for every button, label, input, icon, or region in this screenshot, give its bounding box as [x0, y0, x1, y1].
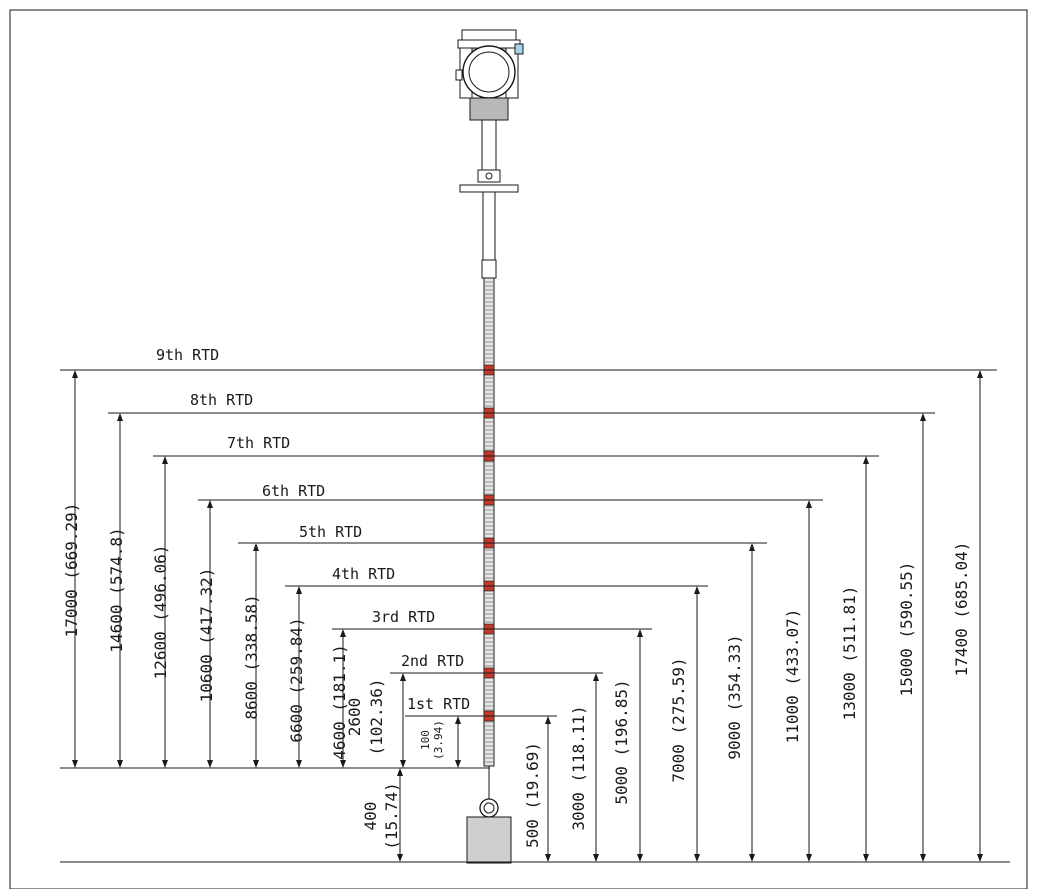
left-arrow-6-head-bottom [207, 760, 213, 768]
left-dim-10600: 10600 (417.32) [197, 568, 216, 703]
right-arrow-6-head-top [806, 500, 812, 508]
right-dim-15000: 15000 (590.55) [897, 562, 916, 697]
transmitter-head-icon [455, 29, 524, 279]
left-dim-2600-paren: (102.36) [367, 678, 386, 755]
right-arrow-8-head-top [920, 413, 926, 421]
right-dim-7000: 7000 (275.59) [669, 657, 688, 782]
right-arrow-5-head-top [749, 543, 755, 551]
rtd-label-7: 7th RTD [227, 434, 290, 452]
rtd-label-4: 4th RTD [332, 565, 395, 583]
right-dim-5000: 5000 (196.85) [612, 679, 631, 804]
left-arrow-6-head-top [207, 500, 213, 508]
left-arrow-9-head-top [72, 370, 78, 378]
right-arrow-7-head-top [863, 456, 869, 464]
left-arrow-9-head-bottom [72, 760, 78, 768]
right-arrow-5-head-bottom [749, 854, 755, 862]
left-dim-6600: 6600 (259.84) [287, 617, 306, 742]
right-arrow-1-head-top [545, 716, 551, 724]
right-dim-13000: 13000 (511.81) [840, 586, 859, 721]
rtd-label-8: 8th RTD [190, 391, 253, 409]
left-arrow-1-head-bottom [455, 760, 461, 768]
left-arrow-5-head-top [253, 543, 259, 551]
rtd-label-1: 1st RTD [407, 695, 470, 713]
left-arrow-7-head-bottom [162, 760, 168, 768]
left-dim-17000: 17000 (669.29) [62, 503, 81, 638]
left-arrow-7-head-top [162, 456, 168, 464]
right-arrow-2-head-bottom [593, 854, 599, 862]
left-arrow-4-head-bottom [296, 760, 302, 768]
rtd-label-3: 3rd RTD [372, 608, 435, 626]
left-arrow-1-head-top [455, 716, 461, 724]
left-dim-14600: 14600 (574.8) [107, 527, 126, 652]
left-dim-8600: 8600 (338.58) [242, 594, 261, 719]
right-arrow-3-head-top [637, 629, 643, 637]
right-arrow-2-head-top [593, 673, 599, 681]
left-arrow-5-head-bottom [253, 760, 259, 768]
left-dim-100-value: 100 [419, 730, 432, 750]
bottom-dim-400-value: 400 [361, 802, 380, 831]
left-arrow-8-head-bottom [117, 760, 123, 768]
rtd-label-9: 9th RTD [156, 346, 219, 364]
right-dim-17400: 17400 (685.04) [952, 542, 971, 677]
right-arrow-4-head-top [694, 586, 700, 594]
bottom-arrow-400-head-top [397, 768, 403, 776]
right-dim-3000: 3000 (118.11) [569, 705, 588, 830]
frame [9, 9, 1028, 890]
right-arrow-9-head-bottom [977, 854, 983, 862]
left-arrow-4-head-top [296, 586, 302, 594]
right-dim-11000: 11000 (433.07) [783, 609, 802, 744]
bottom-arrow-400-head-bottom [397, 854, 403, 862]
rtd-label-6: 6th RTD [262, 482, 325, 500]
left-arrow-2-head-bottom [400, 760, 406, 768]
left-dim-12600: 12600 (496.06) [151, 545, 170, 680]
left-arrow-2-head-top [400, 673, 406, 681]
left-dim-2600-value: 2600 [345, 698, 364, 737]
right-arrow-1-head-bottom [545, 854, 551, 862]
rtd-label-2: 2nd RTD [401, 652, 464, 670]
left-arrow-3-head-bottom [340, 760, 346, 768]
right-dim-500: 500 (19.69) [523, 742, 542, 848]
right-arrow-6-head-bottom [806, 854, 812, 862]
right-arrow-7-head-bottom [863, 854, 869, 862]
right-arrow-4-head-bottom [694, 854, 700, 862]
right-dim-9000: 9000 (354.33) [725, 634, 744, 759]
right-arrow-9-head-top [977, 370, 983, 378]
right-arrow-8-head-bottom [920, 854, 926, 862]
left-arrow-8-head-top [117, 413, 123, 421]
left-dim-4600: 4600 (181.1) [330, 644, 349, 760]
left-arrow-3-head-top [340, 629, 346, 637]
weight-icon [466, 798, 512, 864]
left-dim-100-paren: (3.94) [432, 720, 445, 760]
right-arrow-3-head-bottom [637, 854, 643, 862]
bottom-dim-400-paren: (15.74) [382, 782, 401, 849]
rtd-label-5: 5th RTD [299, 523, 362, 541]
